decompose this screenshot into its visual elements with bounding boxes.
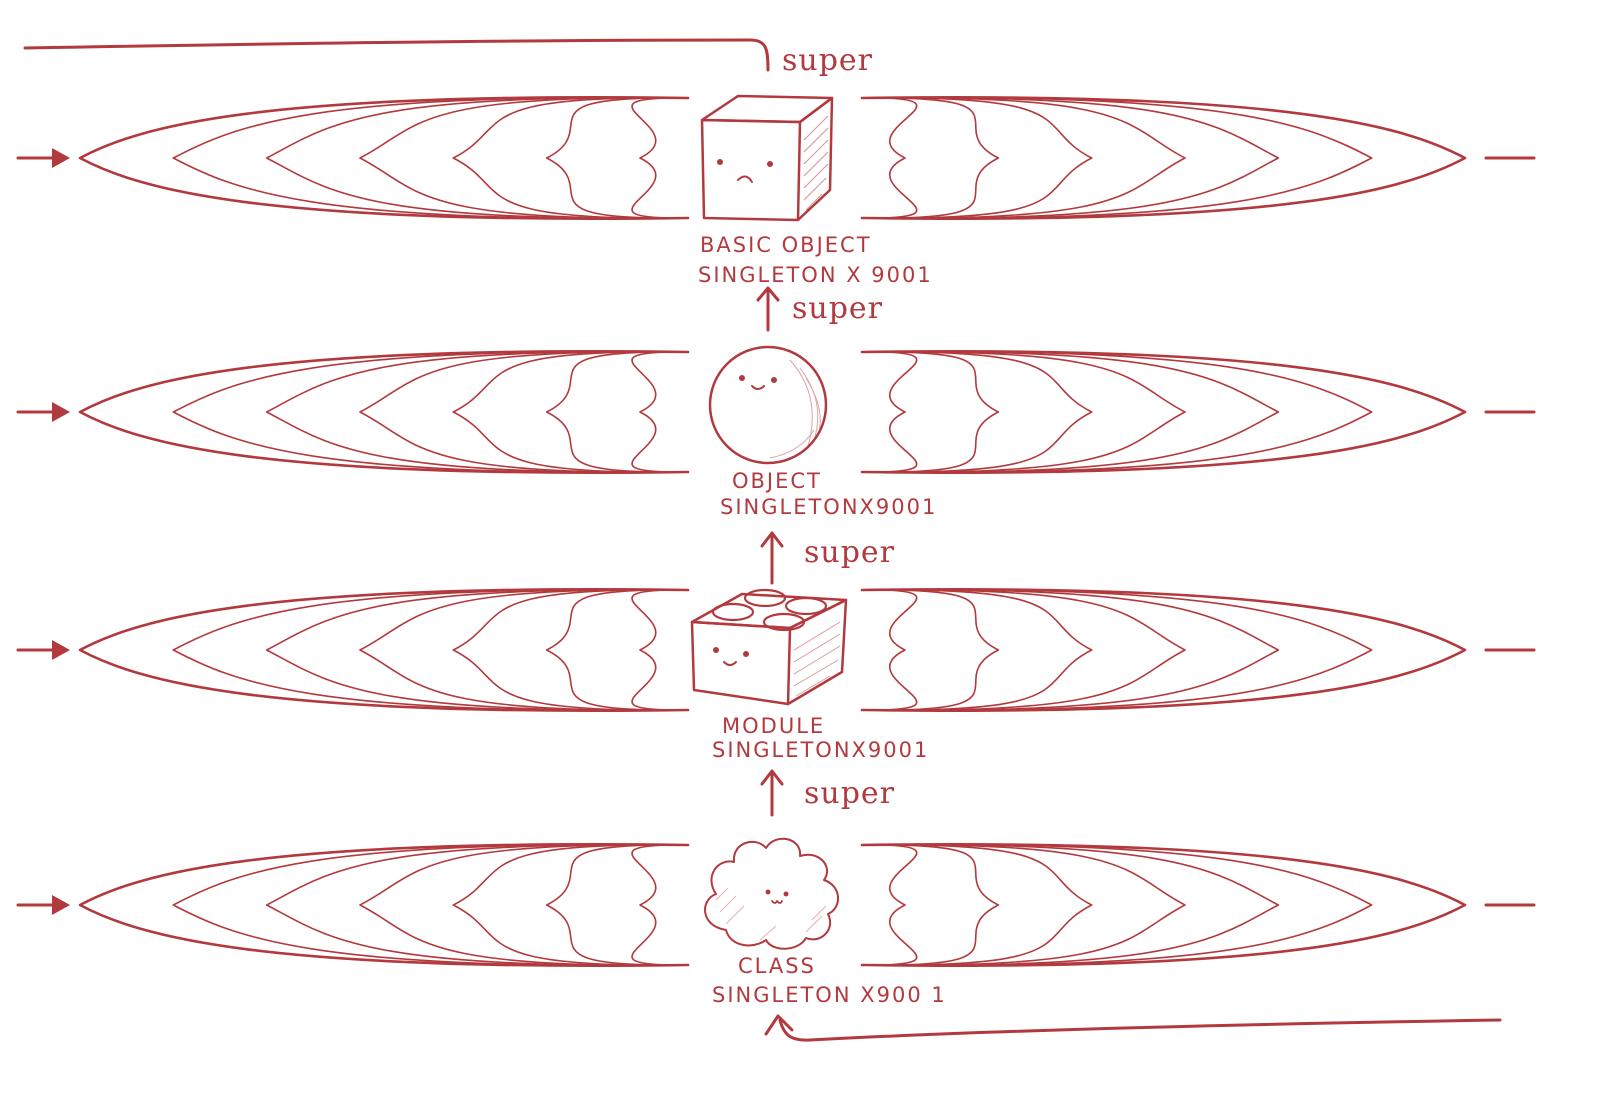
class-multiplier: SINGLETON X900 1: [712, 983, 947, 1007]
super-label-top: super: [782, 43, 873, 78]
module-name: MODULE: [722, 714, 825, 738]
fan-row-class: [16, 843, 1536, 967]
basic-object-multiplier: SINGLETON X 9001: [698, 263, 933, 287]
super-arrow-3: [760, 769, 784, 817]
module-multiplier: SINGLETONX9001: [712, 738, 929, 762]
basic-object-name: BASIC OBJECT: [700, 233, 872, 257]
class-cloud-icon: [704, 837, 839, 950]
super-label-3: super: [804, 776, 895, 811]
super-arrow-2: [760, 531, 784, 585]
object-multiplier: SINGLETONX9001: [720, 495, 937, 519]
super-label-2: super: [804, 535, 895, 570]
super-arrow-1: [756, 286, 780, 332]
module-brick-icon: [690, 588, 848, 706]
class-name: CLASS: [738, 954, 816, 978]
object-name: OBJECT: [732, 469, 822, 493]
bottom-return-connector: [764, 1014, 1502, 1042]
fan-row-basic-object: [16, 96, 1536, 220]
fan-row-object: [16, 350, 1536, 474]
object-sphere-icon: [708, 345, 828, 465]
basic-object-cube-icon: [700, 94, 834, 222]
fan-row-module: [16, 588, 1536, 712]
top-loop-connector: [23, 38, 770, 72]
super-label-1: super: [792, 291, 883, 326]
